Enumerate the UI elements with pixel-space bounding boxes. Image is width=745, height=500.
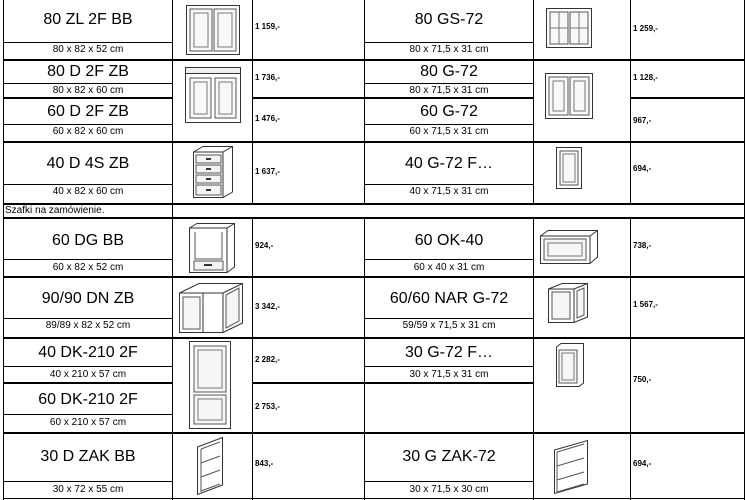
product-price: 1 637,- [255,167,280,176]
corner-wall-cabinet-icon [548,283,588,323]
product-dimensions: 40 x 210 x 57 cm [49,369,127,380]
product-dimensions: 60 x 82 x 52 cm [52,262,124,273]
product-dimensions: 40 x 71,5 x 31 cm [409,186,489,197]
base-cabinet-2-door-icon [186,5,240,55]
product-dimensions: 80 x 71,5 x 31 cm [409,44,489,55]
product-name: 30 D ZAK BB [40,448,136,465]
product-dimensions: 80 x 71,5 x 31 cm [409,85,489,96]
product-price: 2 282,- [255,355,280,364]
product-price: 2 753,- [255,402,280,411]
product-name: 80 G-72 [420,63,478,80]
product-dimensions: 80 x 82 x 60 cm [52,85,124,96]
product-price: 1 567,- [633,300,658,309]
product-price: 1 476,- [255,114,280,123]
product-dimensions: 60 x 82 x 60 cm [52,126,124,137]
product-name: 30 G ZAK-72 [402,448,496,465]
product-price: 738,- [633,241,652,250]
tall-cabinet-icon [189,341,231,429]
product-name: 60 DK-210 2F [38,391,138,408]
product-dimensions: 30 x 72 x 55 cm [52,484,124,495]
product-price: 1 259,- [633,24,658,33]
order-note: Szafki na zamówienie. [5,205,105,216]
product-name: 80 ZL 2F BB [43,11,133,28]
product-name: 60/60 NAR G-72 [389,290,509,307]
product-price: 694,- [633,459,652,468]
product-name: 60 G-72 [420,103,478,120]
product-price: 1 128,- [633,73,658,82]
product-name: 80 GS-72 [414,11,484,28]
product-name: 80 D 2F ZB [47,63,129,80]
product-name: 60 D 2F ZB [47,103,129,120]
product-dimensions: 80 x 82 x 52 cm [52,44,124,55]
product-name: 90/90 DN ZB [41,290,135,307]
product-name: 60 OK-40 [414,232,484,249]
hood-cabinet-icon [540,230,598,264]
open-end-shelf-icon [197,437,223,495]
product-dimensions: 60 x 71,5 x 31 cm [409,126,489,137]
product-price: 750,- [633,375,652,384]
corner-base-cabinet-icon [179,283,243,333]
product-dimensions: 30 x 71,5 x 30 cm [409,484,489,495]
product-dimensions: 59/59 x 71,5 x 31 cm [402,320,496,331]
oven-cabinet-icon [189,223,235,273]
wall-cabinet-1-door-icon [556,147,582,189]
product-name: 30 G-72 F… [404,344,494,361]
product-dimensions: 30 x 71,5 x 31 cm [409,369,489,380]
open-shelf-wall-icon [554,440,588,494]
product-dimensions: 89/89 x 82 x 52 cm [45,320,131,331]
product-name: 60 DG BB [51,232,125,249]
product-name: 40 G-72 F… [404,155,494,172]
product-price: 967,- [633,116,652,125]
wall-cabinet-2-door-icon [545,73,593,119]
wall-cabinet-1-door-icon [556,343,584,387]
product-price: 1 736,- [255,73,280,82]
product-dimensions: 40 x 82 x 60 cm [52,186,124,197]
product-name: 40 DK-210 2F [38,344,138,361]
wall-glass-cabinet-icon [546,8,592,48]
product-price: 924,- [255,241,274,250]
base-cabinet-2-door-icon [185,67,241,123]
product-price: 3 342,- [255,302,280,311]
product-dimensions: 60 x 210 x 57 cm [49,417,127,428]
product-price: 1 159,- [255,22,280,31]
drawer-cabinet-icon [193,146,233,198]
product-name: 40 D 4S ZB [46,155,130,172]
product-price: 843,- [255,459,274,468]
product-price: 694,- [633,164,652,173]
product-dimensions: 60 x 40 x 31 cm [413,262,485,273]
